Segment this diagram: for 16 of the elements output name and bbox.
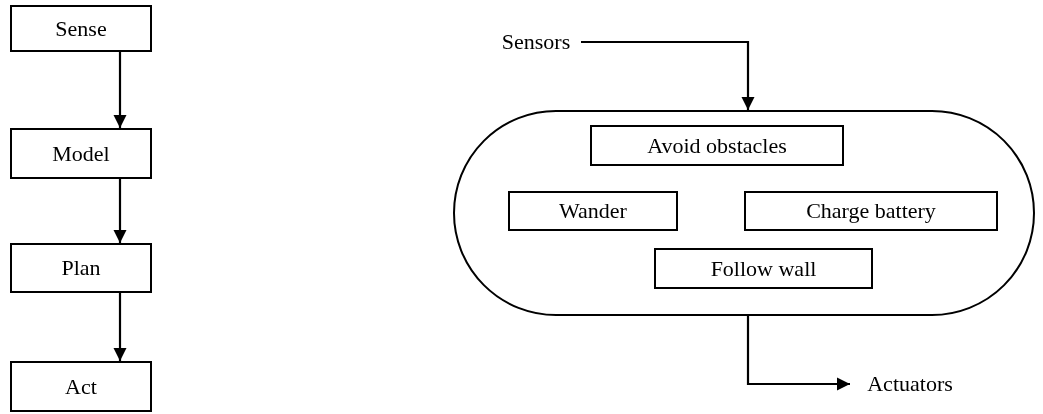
capsule-container	[453, 110, 1035, 316]
arrow	[113, 52, 127, 128]
io-label: Sensors	[494, 28, 578, 56]
arrow	[113, 293, 127, 361]
arrow	[581, 40, 755, 110]
arrow	[746, 316, 850, 391]
process-box: Follow wall	[654, 248, 873, 289]
process-box: Wander	[508, 191, 678, 231]
process-box: Avoid obstacles	[590, 125, 844, 166]
process-box: Act	[10, 361, 152, 412]
process-box: Sense	[10, 5, 152, 52]
process-box: Plan	[10, 243, 152, 293]
process-box: Charge battery	[744, 191, 998, 231]
arrow	[113, 179, 127, 243]
process-box: Model	[10, 128, 152, 179]
io-label: Actuators	[852, 370, 968, 398]
